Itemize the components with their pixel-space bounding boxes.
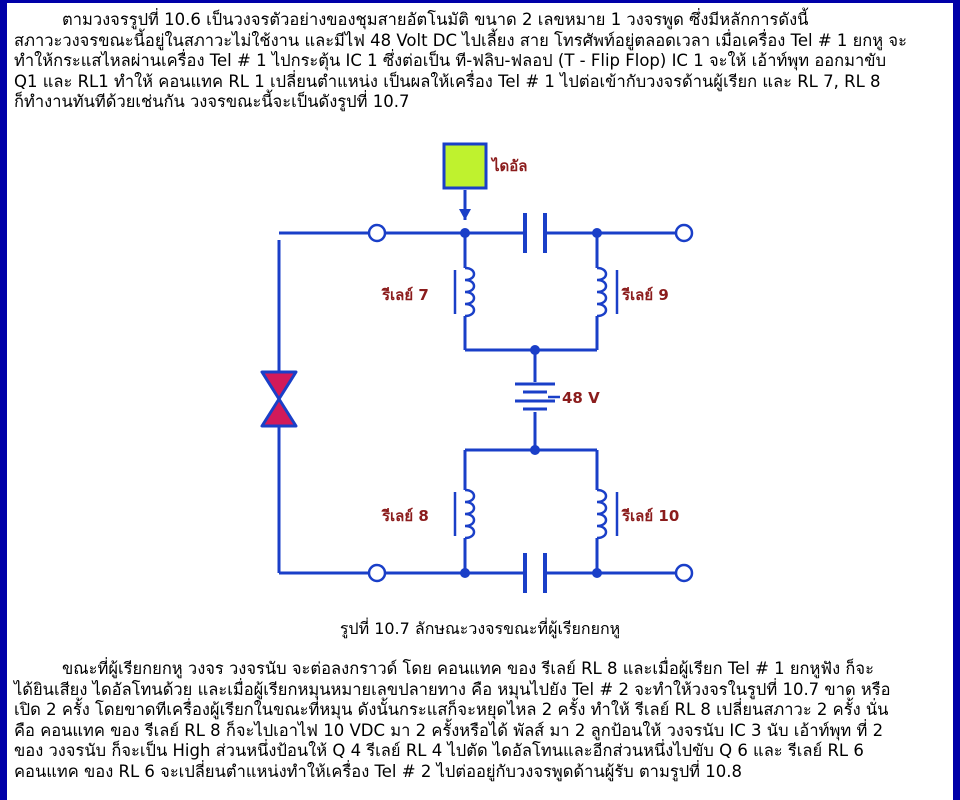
text-line: Q1 และ RL1 ทำให้ คอนแทค RL 1 เปลี่ยนตำแห…: [14, 71, 881, 91]
text-line: ตามวงจรรูปที่ 10.6 เป็นวงจรตัวอย่างของชุ…: [62, 10, 809, 29]
text-line: คอนแทค ของ RL 6 จะเปลี่ยนตำแหน่งทำให้เคร…: [14, 761, 743, 781]
junction-dots: [460, 228, 602, 578]
text-line: ทำให้กระแสไหลผ่านเครื่อง Tel # 1 ไปกระตุ…: [14, 51, 887, 70]
battery-48v: [515, 382, 555, 411]
text-line: ได้ยินเสียง ไดอัลโทนด้วย และเมื่อผู้เรีย…: [14, 679, 891, 699]
text-line: สภาวะวงจรขณะนี้อยู่ในสภาวะไม่ใช้งาน และม…: [14, 30, 907, 50]
text-line: ขณะที่ผู้เรียกยกหู วงจร วงจรนับ จะต่อลงก…: [62, 659, 874, 678]
relay-coil-8: [453, 488, 476, 540]
relay-coil-7: [453, 266, 476, 318]
dial-arrow-icon: [459, 209, 471, 220]
dial-label: ไดอัล: [490, 156, 528, 175]
body-paragraph: ขณะที่ผู้เรียกยกหู วงจร วงจรนับ จะต่อลงก…: [14, 659, 944, 782]
relay-9-label: รีเลย์ 9: [621, 286, 669, 304]
relay-coil-9: [596, 266, 619, 318]
text-line: ก็ทำงานทันทีด้วยเช่นกัน วงจรขณะนี้จะเป็น…: [14, 92, 410, 111]
relay-8-label: รีเลย์ 8: [381, 507, 429, 525]
relay-coil-10: [596, 488, 619, 540]
text-line: คือ คอนแทค ของ รีเลย์ RL 8 ก็จะไปเอาไฟ 1…: [14, 720, 884, 740]
battery-label: 48 V: [562, 389, 600, 407]
dial-box: [442, 142, 488, 190]
text-line: เปิด 2 ครั้ง โดยขาดทีเครื่องผู้เรียกในขณ…: [14, 700, 889, 719]
diode-symbol: [260, 370, 298, 428]
figure-caption: รูปที่ 10.7 ลักษณะวงจรขณะที่ผู้เรียกยกหู: [339, 619, 621, 638]
relay-10-label: รีเลย์ 10: [621, 507, 679, 525]
terminals: [367, 223, 694, 583]
text-line: ของ วงจรนับ ก็จะเป็น High ส่วนหนึ่งป้อนใ…: [14, 741, 864, 760]
intro-paragraph: ตามวงจรรูปที่ 10.6 เป็นวงจรตัวอย่างของชุ…: [14, 10, 944, 113]
relay-7-label: รีเลย์ 7: [381, 286, 429, 304]
capacitor-bottom: [523, 553, 547, 593]
capacitor-top: [523, 213, 547, 253]
